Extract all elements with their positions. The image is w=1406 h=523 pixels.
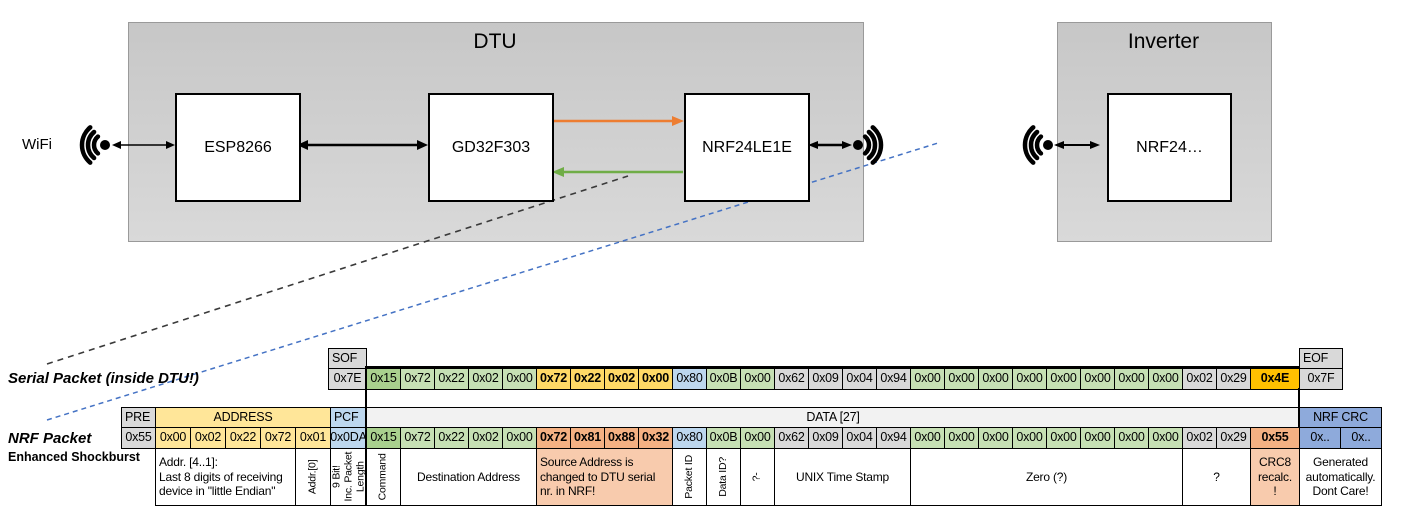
nrf-field-annotation: 9 Bit! Inc. Packet Length — [330, 448, 367, 506]
nrf-byte-cell: 0x.. — [1340, 427, 1382, 449]
nrf-field-annotation: Packet ID — [672, 448, 707, 506]
nrf-byte-cell: 0x02 — [468, 427, 503, 449]
nrf-field-annotation: CRC8 recalc. ! — [1250, 448, 1300, 506]
serial-byte-cell: 0x62 — [774, 368, 809, 390]
nrf-field-annotation: ?- — [740, 448, 775, 506]
nrf-field-annotation: Addr. [4..1]: Last 8 digits of receiving… — [155, 448, 296, 506]
inverter-nrf24-box: NRF24… — [1107, 93, 1232, 202]
serial-field-header: EOF — [1299, 348, 1343, 369]
serial-byte-cell: 0x09 — [808, 368, 843, 390]
nrf-byte-cell: 0x32 — [638, 427, 673, 449]
serial-byte-cell: 0x7E — [328, 368, 367, 390]
nrf-byte-cell: 0x22 — [434, 427, 469, 449]
dtu-title: DTU — [473, 30, 517, 53]
nrf-field-annotation: Generated automatically. Dont Care! — [1299, 448, 1382, 506]
nrf-byte-cell: 0x55 — [1250, 427, 1300, 449]
serial-field-header: SOF — [328, 348, 367, 369]
nrf-field-annotation: Data ID? — [706, 448, 741, 506]
nrf-byte-cell: 0x00 — [1080, 427, 1115, 449]
serial-byte-cell: 0x00 — [1012, 368, 1047, 390]
nrf-byte-cell: 0x.. — [1299, 427, 1341, 449]
serial-byte-cell: 0x29 — [1216, 368, 1251, 390]
nrf-byte-cell: 0x62 — [774, 427, 809, 449]
nrf-byte-cell: 0x00 — [978, 427, 1013, 449]
nrf-byte-cell: 0x72 — [400, 427, 435, 449]
connector-line — [365, 366, 367, 506]
nrf-byte-cell: 0x09 — [808, 427, 843, 449]
serial-byte-cell: 0x00 — [1046, 368, 1081, 390]
enhanced-shockburst-label: Enhanced Shockburst — [8, 450, 140, 464]
serial-byte-cell: 0x00 — [1148, 368, 1183, 390]
serial-byte-cell: 0x0B — [706, 368, 741, 390]
connector-line — [1298, 388, 1300, 428]
nrf-byte-cell: 0x04 — [842, 427, 877, 449]
nrf-byte-cell: 0x72 — [536, 427, 571, 449]
serial-byte-cell: 0x04 — [842, 368, 877, 390]
nrf-field-annotation: Addr.[0] — [295, 448, 331, 506]
serial-byte-cell: 0x02 — [468, 368, 503, 390]
nrf-byte-cell: 0x00 — [944, 427, 979, 449]
nrf-byte-cell: 0x81 — [570, 427, 605, 449]
nrf-field-annotation: UNIX Time Stamp — [774, 448, 911, 506]
nrf-field-annotation: Command — [366, 448, 401, 506]
nrf-byte-cell: 0x00 — [910, 427, 945, 449]
serial-byte-cell: 0x4E — [1250, 368, 1300, 390]
serial-byte-cell: 0x80 — [672, 368, 707, 390]
nrf-byte-cell: 0x00 — [740, 427, 775, 449]
nrf-byte-cell: 0x22 — [225, 427, 261, 449]
nrf-byte-cell: 0x88 — [604, 427, 639, 449]
nrf-field-header: ADDRESS — [155, 407, 331, 428]
serial-byte-cell: 0x00 — [1080, 368, 1115, 390]
serial-byte-cell: 0x00 — [502, 368, 537, 390]
nrf-byte-cell: 0x29 — [1216, 427, 1251, 449]
nrf-field-annotation: Source Address is changed to DTU serial … — [536, 448, 673, 506]
serial-byte-cell: 0x94 — [876, 368, 911, 390]
nrf-byte-cell: 0x15 — [366, 427, 401, 449]
serial-byte-cell: 0x00 — [638, 368, 673, 390]
nrf-byte-cell: 0x0DA — [330, 427, 367, 449]
serial-byte-cell: 0x00 — [1114, 368, 1149, 390]
nrf-packet-label: NRF Packet — [8, 430, 92, 447]
nrf-field-header: PRE — [121, 407, 156, 428]
nrf-byte-cell: 0x0B — [706, 427, 741, 449]
nrf-byte-cell: 0x00 — [1148, 427, 1183, 449]
serial-byte-cell: 0x02 — [604, 368, 639, 390]
serial-byte-cell: 0x22 — [570, 368, 605, 390]
serial-byte-cell: 0x00 — [978, 368, 1013, 390]
serial-byte-cell: 0x22 — [434, 368, 469, 390]
nrf-byte-cell: 0x00 — [1046, 427, 1081, 449]
nrf-field-annotation: ? — [1182, 448, 1251, 506]
nrf-byte-cell: 0x94 — [876, 427, 911, 449]
serial-byte-cell: 0x7F — [1299, 368, 1343, 390]
serial-byte-cell: 0x00 — [944, 368, 979, 390]
nrf-field-header: PCF — [330, 407, 367, 428]
nrf-byte-cell: 0x00 — [1114, 427, 1149, 449]
nrf-field-header: NRF CRC — [1299, 407, 1382, 428]
serial-byte-cell: 0x02 — [1182, 368, 1217, 390]
nrf-byte-cell: 0x02 — [190, 427, 226, 449]
nrf-field-annotation: Zero (?) — [910, 448, 1183, 506]
nrf-byte-cell: 0x02 — [1182, 427, 1217, 449]
inverter-title: Inverter — [1127, 30, 1200, 53]
serial-byte-cell: 0x00 — [740, 368, 775, 390]
serial-byte-cell: 0x72 — [400, 368, 435, 390]
nrf-byte-cell: 0x55 — [121, 427, 156, 449]
serial-byte-cell: 0x15 — [366, 368, 401, 390]
nrf-byte-cell: 0x72 — [260, 427, 296, 449]
serial-byte-cell: 0x72 — [536, 368, 571, 390]
nrf-field-header: DATA [27] — [366, 407, 1300, 428]
nrf-byte-cell: 0x00 — [502, 427, 537, 449]
nrf-field-annotation: Destination Address — [400, 448, 537, 506]
serial-packet-label: Serial Packet (inside DTU!) — [8, 370, 199, 387]
nrf-byte-cell: 0x00 — [155, 427, 191, 449]
nrf-byte-cell: 0x01 — [295, 427, 331, 449]
nrf-byte-cell: 0x00 — [1012, 427, 1047, 449]
serial-byte-cell: 0x00 — [910, 368, 945, 390]
connector-line — [366, 366, 1299, 368]
nrf-byte-cell: 0x80 — [672, 427, 707, 449]
wifi-label: WiFi — [22, 136, 52, 153]
